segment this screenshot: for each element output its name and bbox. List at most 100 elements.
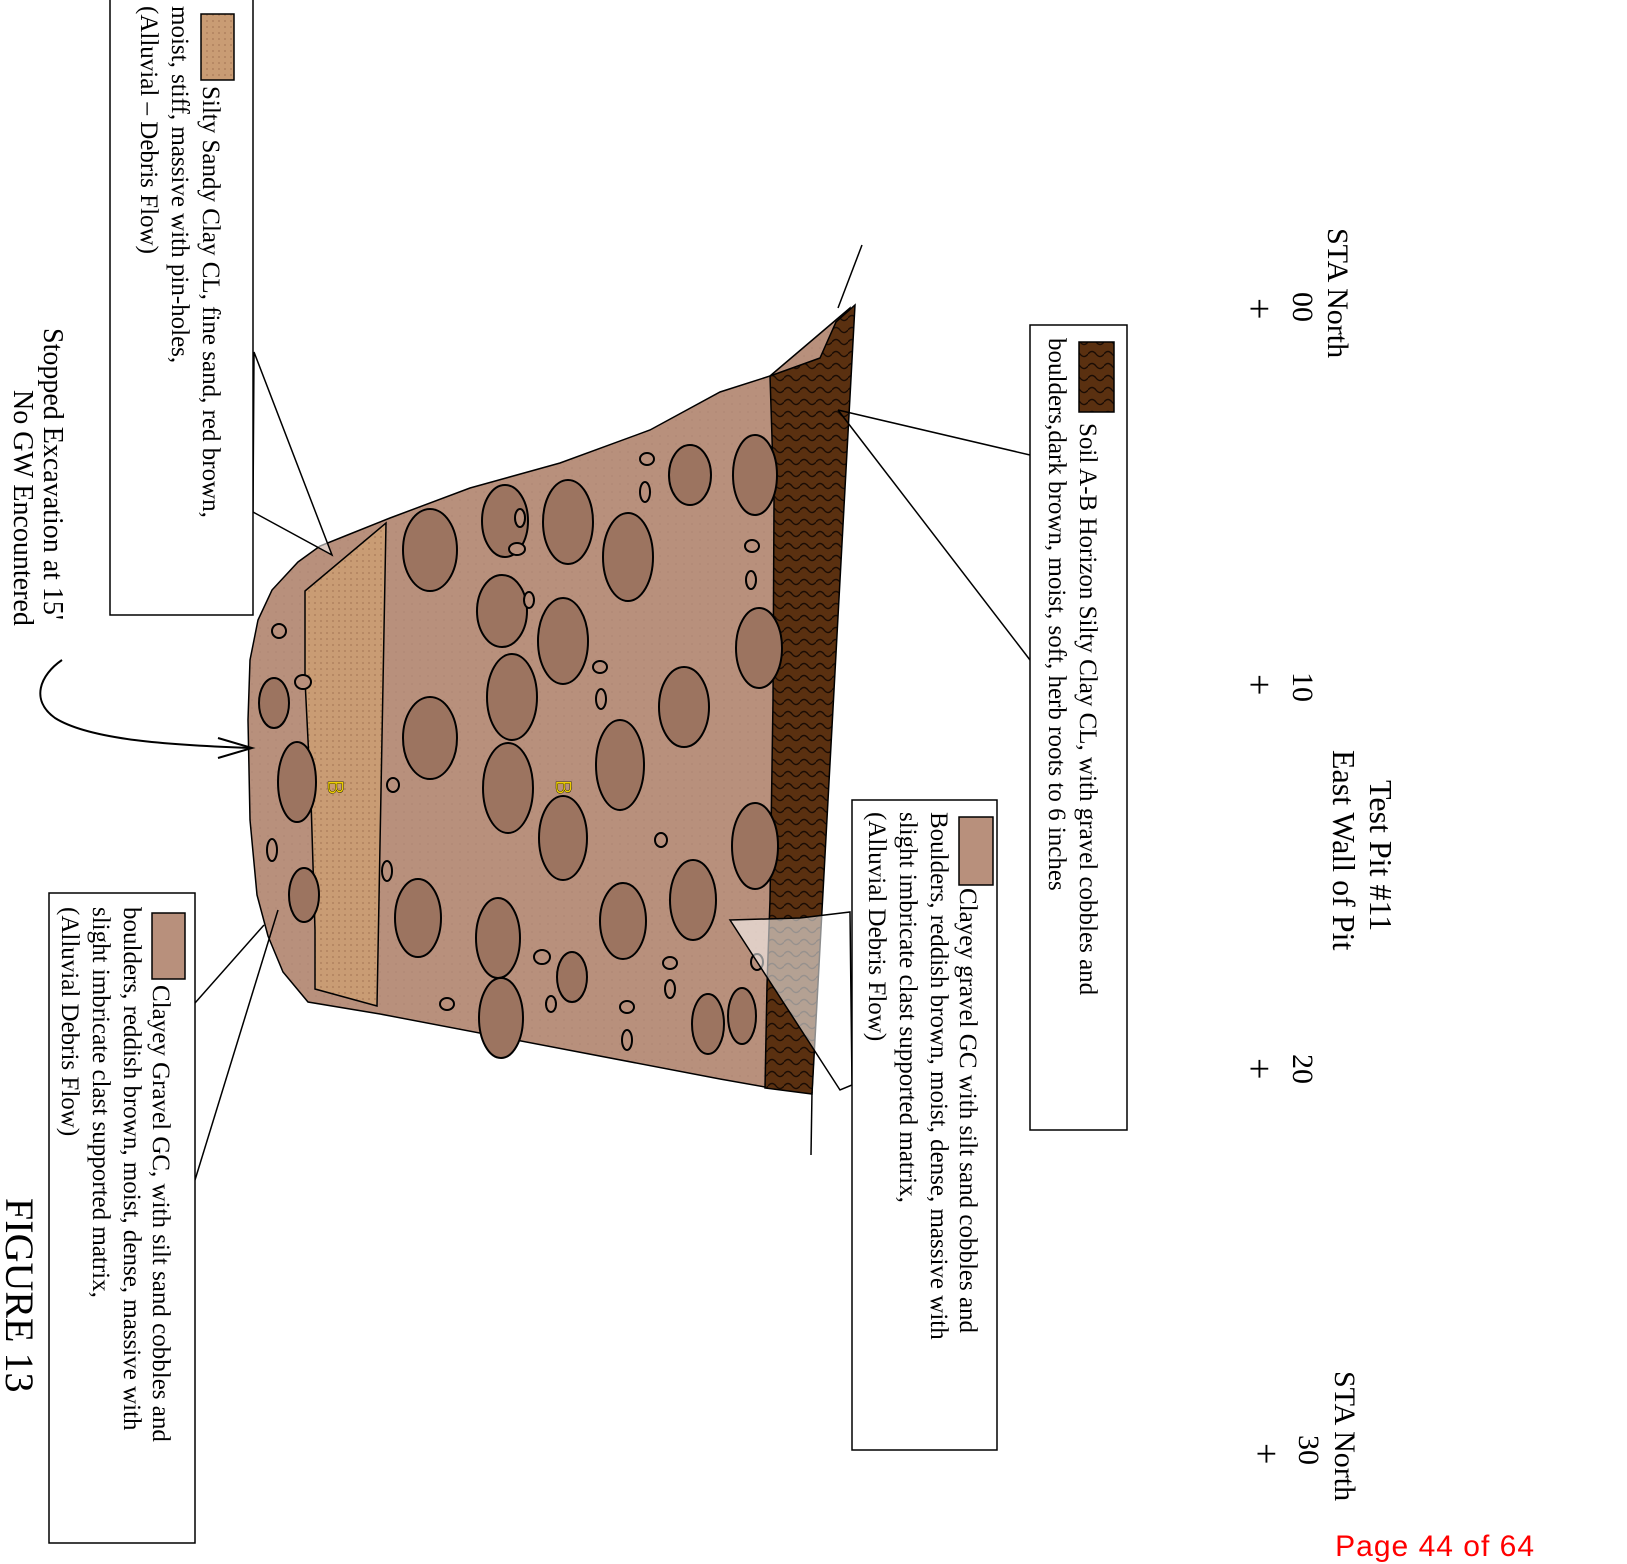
tick-marker: +: [1238, 674, 1280, 695]
annotation-line: No GW Encountered: [7, 390, 38, 626]
figure-label: FIGURE 13: [0, 1198, 42, 1392]
legend-text-line: (Alluvial Debris Flow): [863, 812, 890, 1041]
legend-text-line: Clayey gravel GC with silt sand cobbles …: [954, 888, 981, 1334]
annotation-arrow: [39, 659, 251, 749]
callout-box: [851, 799, 998, 1451]
station-end-label: STA North: [1328, 1371, 1361, 1501]
pebble: [619, 1000, 635, 1014]
cobble: [658, 666, 710, 748]
pebble: [533, 949, 551, 965]
pebble: [523, 591, 535, 609]
cobble: [691, 993, 725, 1055]
cobble: [602, 512, 654, 602]
legend-text-line: Boulders, reddish brown, moist, dense, m…: [925, 812, 952, 1340]
pebble: [592, 660, 608, 674]
cobble: [537, 597, 589, 685]
pebble: [745, 570, 757, 590]
callout-box: [1029, 324, 1128, 1131]
callout-clayey-gravel-lower: Clayey Gravel GC, with silt sand cobbles…: [48, 892, 279, 1544]
callout-soil-horizon: Soil A-B Horizon Silty Clay CL, with gra…: [837, 324, 1128, 1131]
cobble: [475, 897, 521, 979]
legend-text-line: boulders, reddish brown, moist, dense, m…: [118, 907, 145, 1431]
legend-text-line: slight imbricate clast supported matrix,: [894, 812, 921, 1203]
legend-text-line: boulders,dark brown, moist, soft, herb r…: [1043, 338, 1070, 891]
diagram-subtitle: East Wall of Pit: [1326, 750, 1362, 950]
page-number: Page 44 of 64: [1335, 1530, 1535, 1563]
pebble: [621, 1029, 633, 1051]
legend-swatch-soil: [1078, 341, 1115, 413]
arrow-head-icon: [217, 737, 256, 759]
cobble: [669, 859, 717, 941]
legend-text-line: (Alluvial Debris Flow): [56, 907, 83, 1136]
pebble: [662, 956, 678, 970]
pebble: [664, 979, 676, 999]
cobble: [486, 653, 538, 741]
diagram-title: Test Pit #11: [1363, 780, 1399, 931]
cobble: [481, 484, 529, 558]
pebble: [508, 542, 526, 556]
pebble: [654, 832, 668, 848]
station-start-label: STA North: [1321, 228, 1354, 358]
pebble: [545, 995, 557, 1013]
callout-box: [48, 892, 196, 1544]
legend-text-line: slight imbricate clast supported matrix,: [87, 907, 114, 1298]
annotation-line: Stopped Excavation at 15': [37, 328, 68, 620]
cobble: [668, 444, 712, 506]
legend-text-line: Silty Sandy Clay CL, fine sand, red brow…: [197, 86, 224, 518]
legend-swatch-gravel: [151, 912, 186, 980]
cobble: [478, 977, 524, 1059]
cobble: [402, 696, 458, 780]
tick-label-10: 10: [1286, 672, 1319, 702]
layer-marker-b: B: [323, 780, 348, 795]
pebble: [271, 623, 287, 639]
legend-swatch-gravel: [958, 816, 994, 886]
pebble: [266, 838, 278, 862]
legend-swatch-clay: [200, 13, 235, 81]
cobble: [735, 607, 783, 689]
cobbles: [258, 434, 783, 1059]
excavation-annotation: Stopped Excavation at 15' No GW Encounte…: [7, 328, 256, 759]
tick-marker: +: [1245, 1443, 1287, 1464]
cobble: [731, 802, 779, 890]
pit-profile: [247, 244, 863, 1156]
tick-label-20: 20: [1286, 1054, 1319, 1084]
legend-text-line: moist, stiff, massive with pin-holes,: [166, 6, 193, 363]
pebble: [639, 452, 655, 466]
legend-text-line: (Alluvial – Debris Flow): [135, 6, 162, 254]
cobble: [732, 434, 778, 516]
legend-text-line: Soil A-B Horizon Silty Clay CL, with gra…: [1074, 423, 1101, 996]
callout-silty-sandy-clay: Silty Sandy Clay CL, fine sand, red brow…: [109, 0, 334, 616]
ground-surface-north: [837, 244, 863, 309]
pebble: [439, 997, 455, 1011]
tick-marker: +: [1238, 298, 1280, 319]
cobble: [556, 951, 588, 1003]
cobble: [538, 795, 588, 881]
pebble: [381, 860, 393, 882]
cobble: [542, 479, 594, 565]
cobble: [476, 574, 528, 648]
callout-clayey-gravel-upper: Clayey gravel GC with silt sand cobbles …: [728, 799, 998, 1451]
pebble: [595, 688, 607, 710]
cobble: [402, 508, 458, 592]
pebble: [639, 481, 651, 503]
pebble: [514, 508, 526, 528]
cobble: [394, 878, 442, 958]
cobble: [727, 987, 757, 1045]
layer-marker-b: B: [551, 780, 576, 795]
pebbles: [266, 452, 764, 1051]
cobble: [258, 677, 290, 729]
silty-sandy-clay-layer: [304, 521, 387, 1007]
cobble: [599, 882, 647, 960]
pebble: [744, 539, 760, 553]
pebble: [294, 674, 312, 690]
cobble: [288, 867, 320, 923]
tick-label-00: 00: [1286, 292, 1319, 322]
pebble: [386, 777, 400, 793]
cobble: [482, 742, 534, 834]
callout-box: [109, 0, 254, 616]
cobble: [277, 741, 317, 823]
legend-text-line: Clayey Gravel GC, with silt sand cobbles…: [147, 985, 174, 1442]
cobble: [595, 719, 645, 811]
tick-label-30: 30: [1292, 1435, 1325, 1465]
